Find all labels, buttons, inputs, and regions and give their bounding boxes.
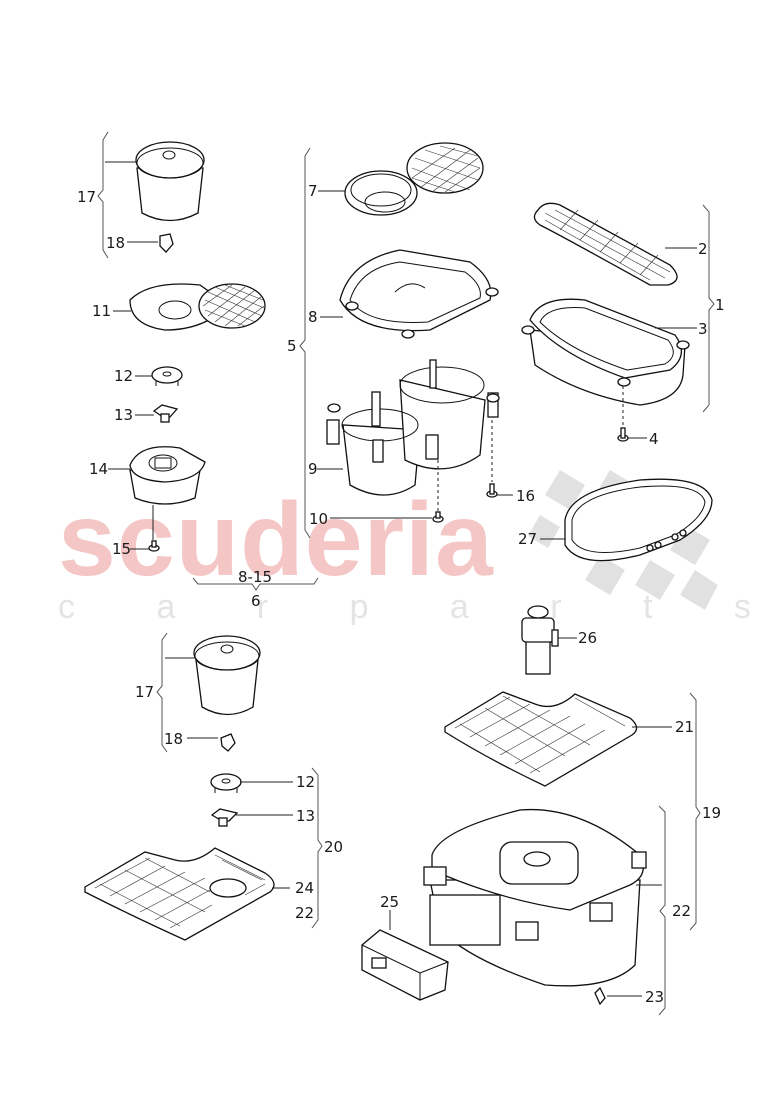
part-2-mesh-tray [533,202,678,286]
callout-14: 14 [89,460,108,478]
callout-21: 21 [675,718,694,736]
watermark-subtext: c a r p a r t s [58,588,778,626]
callout-5: 5 [287,337,297,355]
callout-25: 25 [380,893,399,911]
callout-16: 16 [516,487,535,505]
callout-9: 9 [308,460,318,478]
part-13-latch-top [152,404,179,423]
part-22-housing [423,808,647,987]
part-12-cap-bottom [210,773,242,793]
part-9-cup-holder-body [326,359,500,496]
part-17-cup-bottom [193,635,261,716]
callout-15: 15 [112,540,131,558]
part-12-cap-top [151,366,183,386]
callout-17-bottom: 17 [135,683,154,701]
callout-11: 11 [92,302,111,320]
callout-13: 13 [114,406,133,424]
callout-20: 20 [324,838,343,856]
part-16-screw [486,483,498,498]
callout-22-right: 22 [672,902,691,920]
group-brackets [97,131,715,1016]
watermark-text: scuderia [58,482,494,598]
part-11-lid-mesh [129,283,266,331]
part-3-storage-tray [521,298,690,406]
part-24-mat [84,847,275,941]
callout-17: 17 [77,188,96,206]
callout-labels: 17 18 11 12 13 14 15 8-15 6 7 5 8 9 10 1… [77,182,725,1006]
part-18-clip-bottom [220,733,236,752]
part-14-insert [129,446,206,505]
callout-range-8-15: 8-15 [238,568,272,586]
part-13-latch-bottom [210,808,239,827]
callout-7: 7 [308,182,318,200]
callout-18: 18 [106,234,125,252]
part-8-frame [339,249,499,339]
logo-emblem-icon [220,644,234,654]
part-25-control-module [361,929,449,1001]
callout-18-bottom: 18 [164,730,183,748]
part-10-screw [432,511,444,523]
callout-10: 10 [309,510,328,528]
callout-24: 24 [295,879,314,897]
callout-12-bottom: 12 [296,773,315,791]
logo-emblem-icon [162,150,176,160]
callout-19: 19 [702,804,721,822]
part-23-clip [594,986,606,1006]
callout-3: 3 [698,320,708,338]
callout-26: 26 [578,629,597,647]
part-21-mat [444,691,638,787]
callout-8: 8 [308,308,318,326]
part-26-power-socket [521,605,559,675]
callout-13-bottom: 13 [296,807,315,825]
callout-27: 27 [518,530,537,548]
part-17-cup-top [135,141,205,222]
part-15-screw-left [148,540,160,552]
callout-23: 23 [645,988,664,1006]
callout-2: 2 [698,240,708,258]
part-7-cup-insert-lid [344,142,484,216]
callout-12: 12 [114,367,133,385]
part-18-clip-top [159,233,174,253]
callout-6: 6 [251,592,261,610]
part-27-cover [564,478,713,562]
callout-1: 1 [715,296,725,314]
leader-lines [105,161,697,997]
part-4-screw [617,427,629,442]
callout-4: 4 [649,430,659,448]
callout-22-left: 22 [295,904,314,922]
